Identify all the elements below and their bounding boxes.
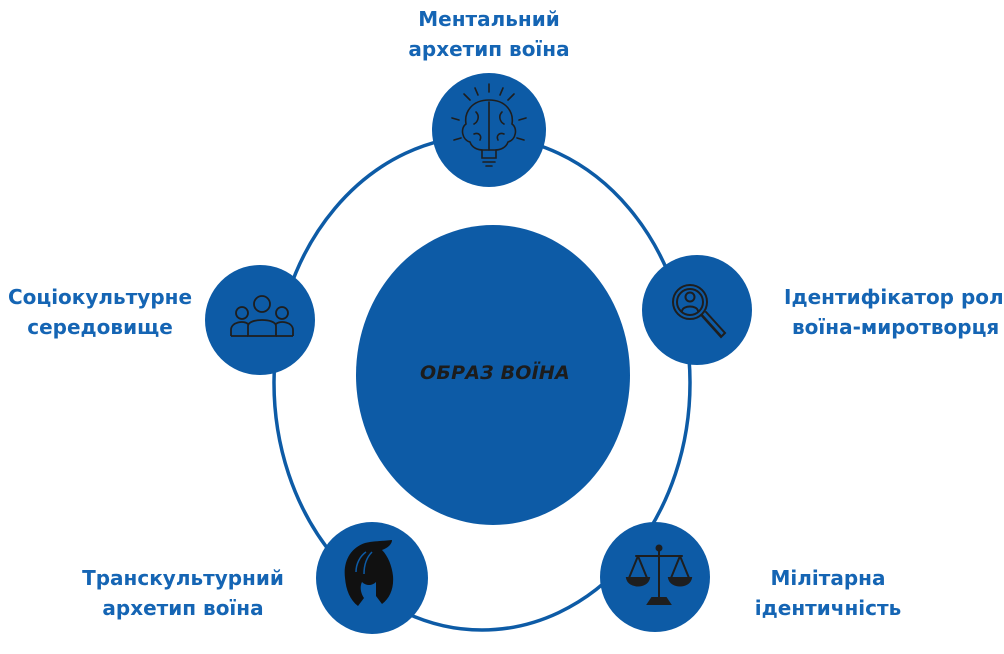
node-transcultural bbox=[316, 522, 428, 634]
scales-icon bbox=[625, 544, 693, 605]
label-military: Мілітарна ідентичність bbox=[738, 563, 918, 623]
label-transcultural: Транскультурний архетип воїна bbox=[78, 563, 288, 623]
label-sociocultural: Соціокультурне середовище bbox=[2, 282, 198, 342]
label-role-line1: Ідентифікатор ролі bbox=[784, 285, 1004, 309]
label-sociocultural-line2: середовище bbox=[27, 315, 173, 339]
label-role-line2: воїна-миротворця bbox=[792, 315, 1000, 339]
node-military bbox=[600, 522, 710, 632]
node-mental bbox=[432, 73, 546, 187]
label-role-identifier: Ідентифікатор ролі воїна-миротворця bbox=[784, 282, 1004, 342]
label-mental-line2: архетип воїна bbox=[408, 37, 570, 61]
people-group-icon bbox=[230, 295, 294, 337]
label-transcultural-line1: Транскультурний bbox=[82, 566, 284, 590]
label-sociocultural-line1: Соціокультурне bbox=[7, 285, 193, 309]
node-role-identifier bbox=[642, 255, 752, 365]
label-mental-line1: Ментальний bbox=[418, 7, 560, 31]
person-magnifier-icon bbox=[672, 284, 727, 339]
spartan-helmet-icon bbox=[344, 540, 394, 606]
node-sociocultural bbox=[205, 265, 315, 375]
label-military-line1: Мілітарна bbox=[770, 566, 886, 590]
label-mental: Ментальний архетип воїна bbox=[389, 4, 589, 64]
center-circle bbox=[356, 225, 630, 525]
label-military-line2: ідентичність bbox=[754, 596, 902, 620]
label-transcultural-line2: архетип воїна bbox=[102, 596, 264, 620]
brain-lightbulb-icon bbox=[451, 83, 527, 167]
center-label: ОБРАЗ ВОЇНА bbox=[420, 362, 570, 384]
